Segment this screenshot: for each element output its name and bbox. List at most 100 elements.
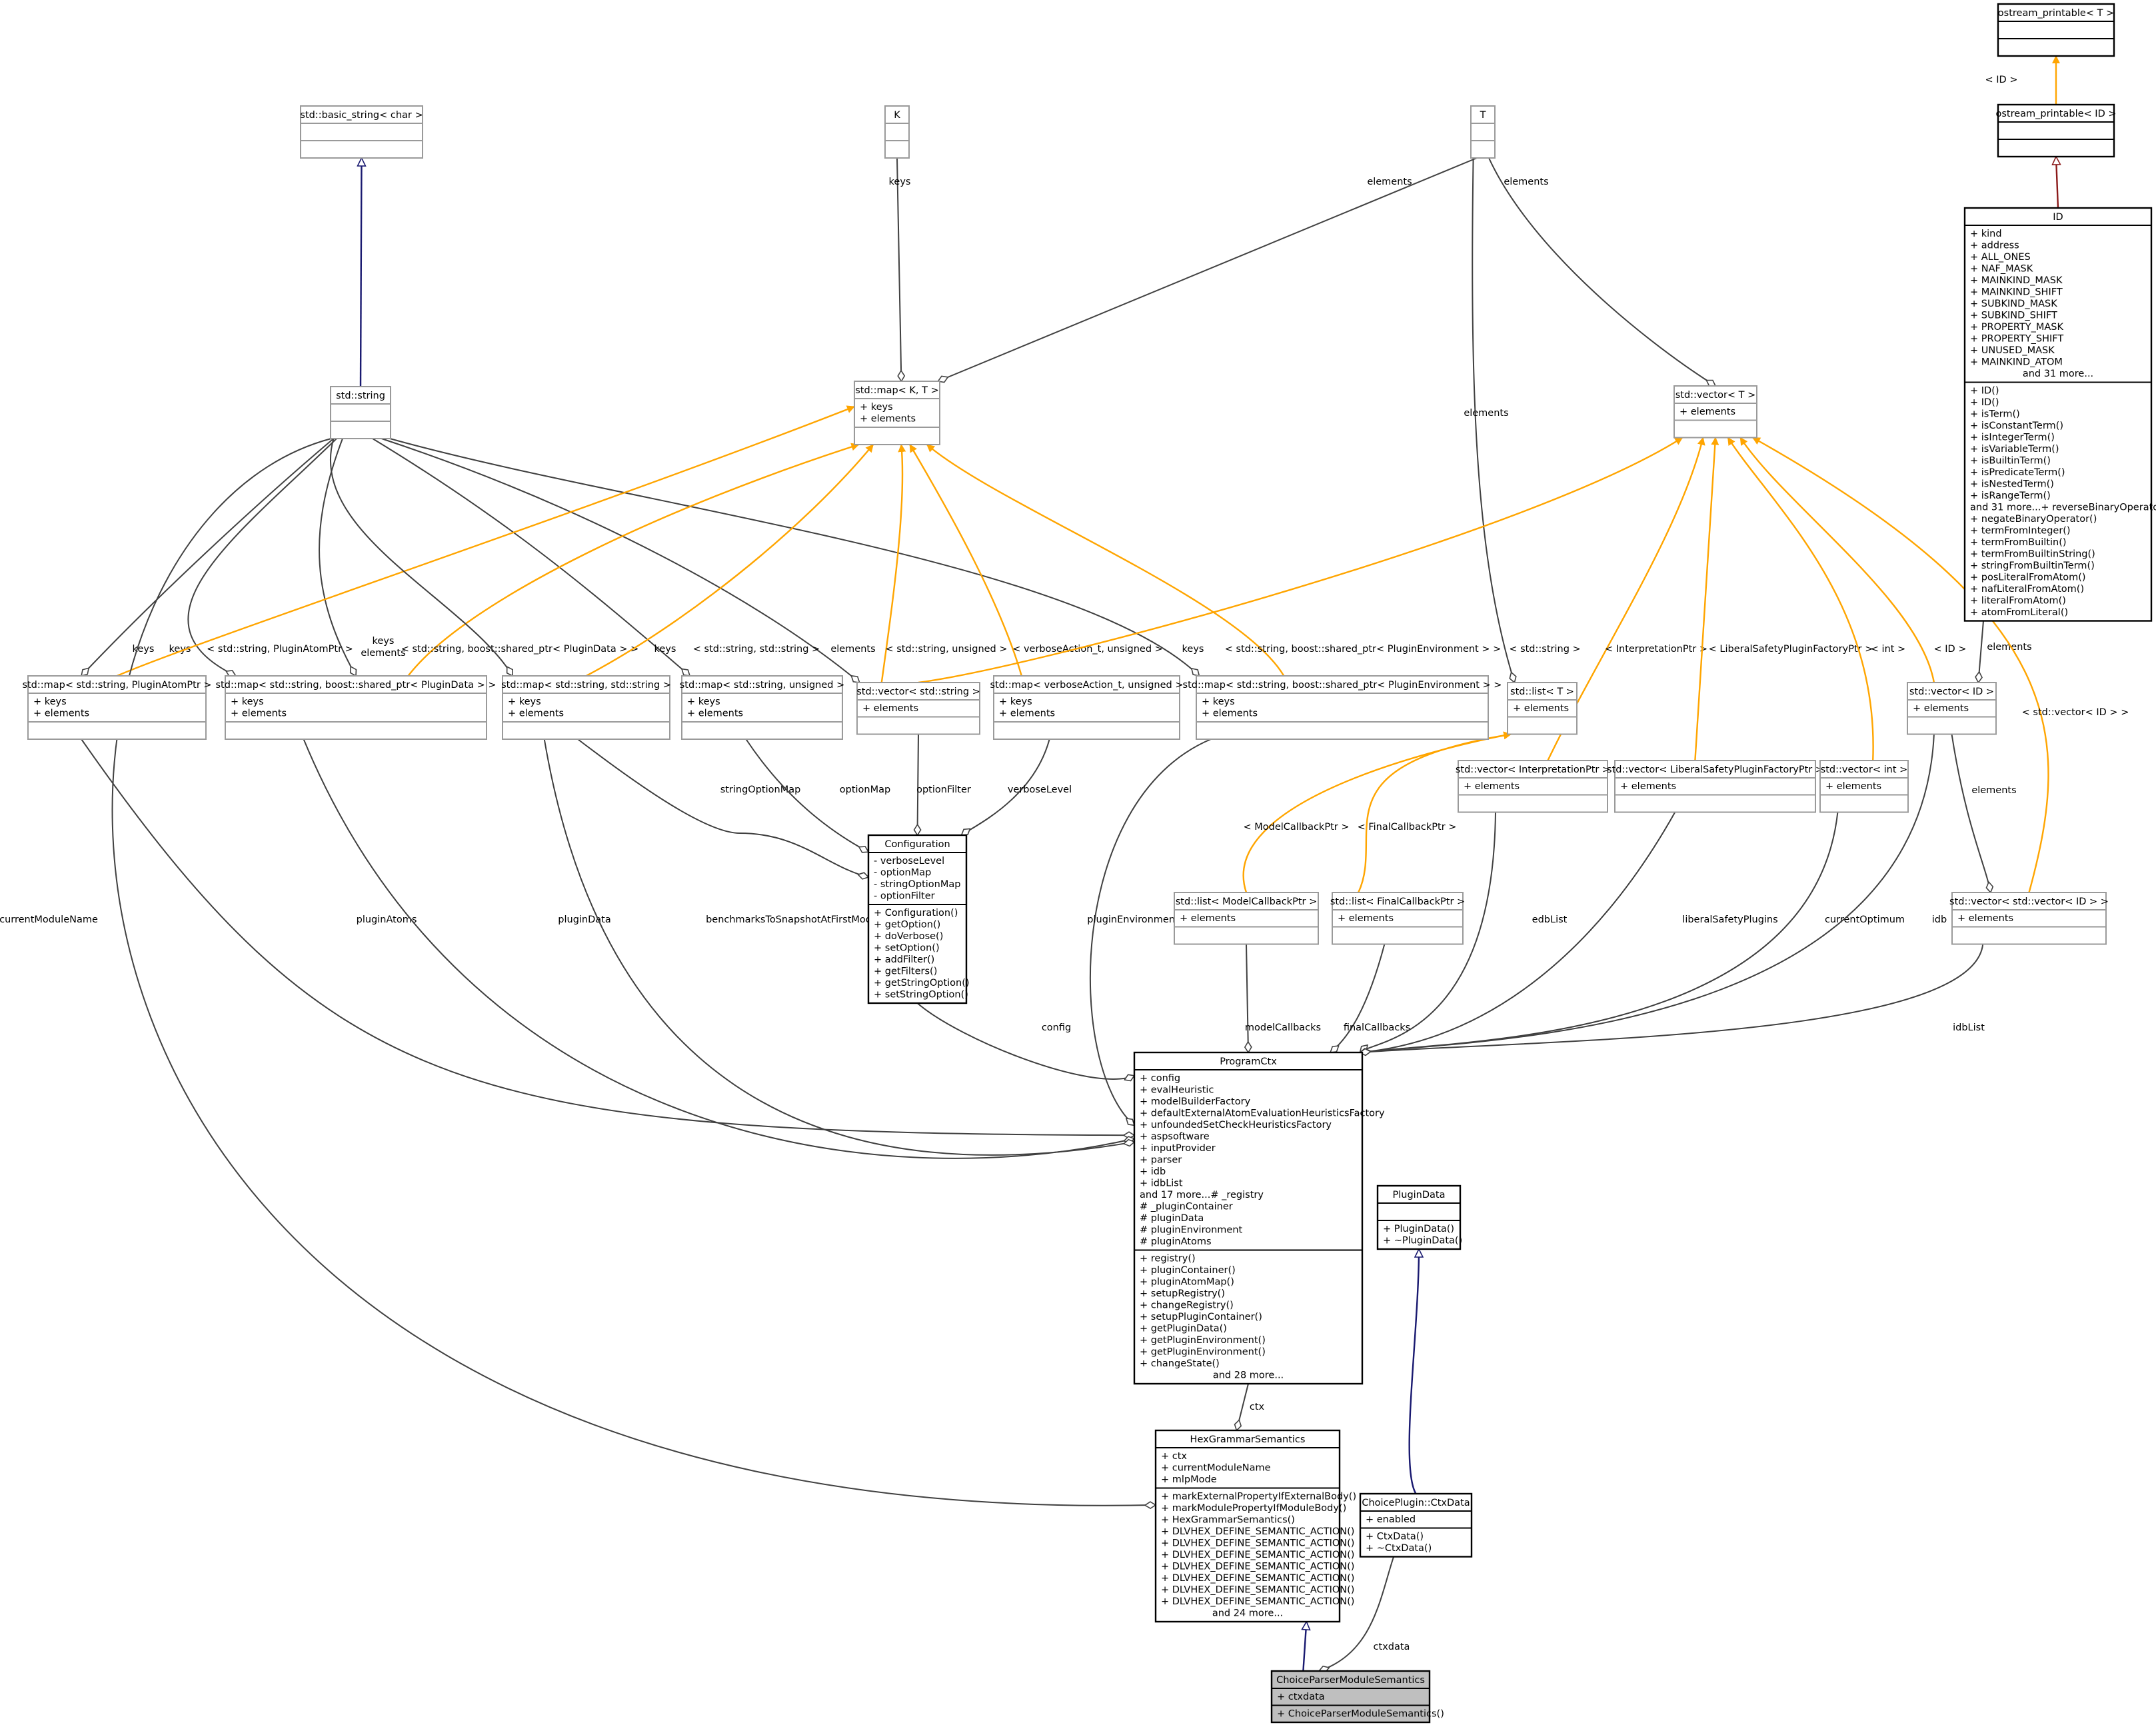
- class-frame: [867, 834, 968, 1004]
- class-box-id[interactable]: ID+ kind+ address+ ALL_ONES+ NAF_MASK+ M…: [1963, 207, 2156, 622]
- class-box-vector-libsafety[interactable]: std::vector< LiberalSafetyPluginFactoryP…: [1607, 760, 1823, 813]
- class-box-ostream-printable-t[interactable]: ostream_printable< T >: [1997, 3, 2115, 57]
- assoc-edge: [1360, 812, 1496, 1053]
- inherit-edge: [1408, 1249, 1419, 1494]
- assoc-edge: [1360, 944, 1984, 1053]
- edge-label: elements: [1987, 642, 2031, 653]
- class-box-ostream-printable-id[interactable]: ostream_printable< ID >: [1995, 103, 2117, 158]
- class-frame: [854, 381, 940, 445]
- edge-label: < std::string, std::string >: [693, 644, 820, 655]
- attribute-row: + elements: [999, 709, 1055, 719]
- assoc-edge: [1360, 812, 1676, 1053]
- class-frame: [1376, 1184, 1462, 1250]
- class-box-list-finalcb[interactable]: std::list< FinalCallbackPtr >+ elements: [1330, 892, 1465, 945]
- attribute-row: and 31 more...: [2023, 369, 2093, 379]
- edge-label: currentModuleName: [0, 914, 98, 925]
- edge-label: elements: [1367, 177, 1412, 187]
- class-box-map-plugindata[interactable]: std::map< std::string, boost::shared_ptr…: [216, 675, 497, 740]
- class-box-map-string-string[interactable]: std::map< std::string, std::string >+ ke…: [501, 675, 671, 740]
- attribute-row: + elements: [860, 414, 916, 425]
- inherit-edge: [361, 158, 362, 387]
- attribute-row: + evalHeuristic: [1140, 1085, 1214, 1096]
- class-box-map-pluginenv[interactable]: std::map< std::string, boost::shared_ptr…: [1183, 675, 1502, 740]
- attribute-row: + unfoundedSetCheckHeuristicsFactory: [1140, 1120, 1332, 1130]
- attribute-row: + elements: [687, 709, 743, 719]
- class-frame: [1819, 760, 1909, 813]
- class-box-vector-id[interactable]: std::vector< ID >+ elements: [1907, 682, 1997, 735]
- attribute-row: # pluginEnvironment: [1140, 1225, 1243, 1236]
- class-title: PluginData: [1392, 1190, 1445, 1200]
- method-row: + atomFromLiteral(): [1970, 607, 2068, 618]
- class-title: T: [1480, 110, 1486, 121]
- edge-label: elements: [361, 648, 405, 659]
- class-box-k[interactable]: K: [884, 105, 910, 159]
- assoc-edge: [81, 438, 335, 676]
- class-frame: [225, 675, 487, 740]
- class-frame: [1963, 207, 2153, 622]
- class-box-basic-string[interactable]: std::basic_string< char >: [300, 105, 423, 159]
- inherit-edge: [1303, 1622, 1306, 1672]
- class-box-vector-int[interactable]: std::vector< int >+ elements: [1819, 760, 1909, 813]
- method-row: + HexGrammarSemantics(): [1161, 1515, 1295, 1526]
- class-frame: [1174, 892, 1319, 945]
- class-title: std::map< std::string, boost::shared_ptr…: [1183, 680, 1502, 691]
- edge-label: edbList: [1532, 914, 1568, 925]
- method-row: + doVerbose(): [874, 931, 943, 942]
- class-frame: [993, 675, 1180, 740]
- class-box-vector-vector-id[interactable]: std::vector< std::vector< ID > >+ elemen…: [1949, 892, 2109, 945]
- class-title: std::list< T >: [1510, 687, 1574, 697]
- attribute-row: + kind: [1970, 229, 2002, 239]
- edge-label: keys: [373, 636, 395, 647]
- class-box-list-t[interactable]: std::list< T >+ elements: [1507, 682, 1578, 735]
- method-row: + DLVHEX_DEFINE_SEMANTIC_ACTION(): [1161, 1550, 1354, 1560]
- class-box-vector-interpptr[interactable]: std::vector< InterpretationPtr >+ elemen…: [1456, 760, 1610, 813]
- method-row: + ID(): [1970, 397, 1999, 408]
- attribute-row: - optionFilter: [874, 891, 935, 902]
- edge-label: verboseLevel: [1008, 785, 1072, 795]
- class-box-choiceparser[interactable]: ChoiceParserModuleSemantics+ ctxdata+ Ch…: [1270, 1670, 1444, 1724]
- method-row: + isConstantTerm(): [1970, 421, 2063, 431]
- template-edge: [1694, 437, 1719, 761]
- assoc-edge: [1360, 734, 1935, 1053]
- class-title: std::map< verboseAction_t, unsigned >: [990, 680, 1183, 691]
- class-box-plugindata[interactable]: PluginData+ PluginData()+ ~PluginData(): [1376, 1184, 1462, 1250]
- class-box-vector-string[interactable]: std::vector< std::string >+ elements: [856, 682, 980, 735]
- assoc-edge: [745, 739, 868, 852]
- class-frame: [300, 105, 423, 159]
- method-row: + addFilter(): [874, 954, 934, 965]
- class-box-std-string[interactable]: std::string: [330, 386, 391, 439]
- class-box-map-string-unsigned[interactable]: std::map< std::string, unsigned >+ keys+…: [680, 675, 844, 740]
- class-box-programctx[interactable]: ProgramCtx+ config+ evalHeuristic+ model…: [1133, 1051, 1385, 1385]
- class-box-map-verbose[interactable]: std::map< verboseAction_t, unsigned >+ k…: [990, 675, 1184, 740]
- assoc-edge: [1319, 1556, 1395, 1672]
- attribute-row: + MAINKIND_ATOM: [1970, 357, 2063, 368]
- class-box-ctxdata[interactable]: ChoicePlugin::CtxData+ enabled+ CtxData(…: [1359, 1492, 1473, 1558]
- class-box-map-pluginatomptr[interactable]: std::map< std::string, PluginAtomPtr >+ …: [22, 675, 212, 740]
- edge-label: < FinalCallbackPtr >: [1358, 822, 1457, 833]
- method-row: + PluginData(): [1383, 1224, 1454, 1234]
- class-box-vector-t[interactable]: std::vector< T >+ elements: [1673, 385, 1757, 439]
- edge-label: liberalSafetyPlugins: [1682, 914, 1777, 925]
- method-row: + setupPluginContainer(): [1140, 1312, 1262, 1322]
- class-box-hexgrammarsemantics[interactable]: HexGrammarSemantics+ ctx+ currentModuleN…: [1154, 1429, 1356, 1623]
- attribute-row: + modelBuilderFactory: [1140, 1096, 1251, 1107]
- class-title: std::map< std::string, PluginAtomPtr >: [22, 680, 211, 691]
- method-row: + ~CtxData(): [1366, 1543, 1432, 1554]
- class-layer: ostream_printable< T > ostream_printable<…: [22, 3, 2156, 1724]
- assoc-edge: [1089, 739, 1212, 1125]
- class-box-configuration[interactable]: Configuration- verboseLevel- optionMap- …: [867, 834, 970, 1004]
- attribute-row: + elements: [1464, 781, 1520, 792]
- class-box-list-modelcb[interactable]: std::list< ModelCallbackPtr >+ elements: [1174, 892, 1319, 945]
- class-title: std::list< FinalCallbackPtr >: [1330, 896, 1465, 907]
- assoc-edge: [918, 734, 919, 836]
- class-box-t[interactable]: T: [1470, 105, 1496, 159]
- edge-label: < std::string, boost::shared_ptr< Plugin…: [401, 644, 639, 655]
- attribute-row: + enabled: [1366, 1514, 1416, 1525]
- class-box-map-kt[interactable]: std::map< K, T >+ keys+ elements: [854, 381, 940, 445]
- assoc-edge: [1488, 157, 1715, 387]
- edge-label: optionMap: [840, 785, 890, 795]
- attribute-row: + keys: [860, 402, 893, 413]
- assoc-edge: [962, 739, 1050, 835]
- assoc-edge: [319, 438, 356, 676]
